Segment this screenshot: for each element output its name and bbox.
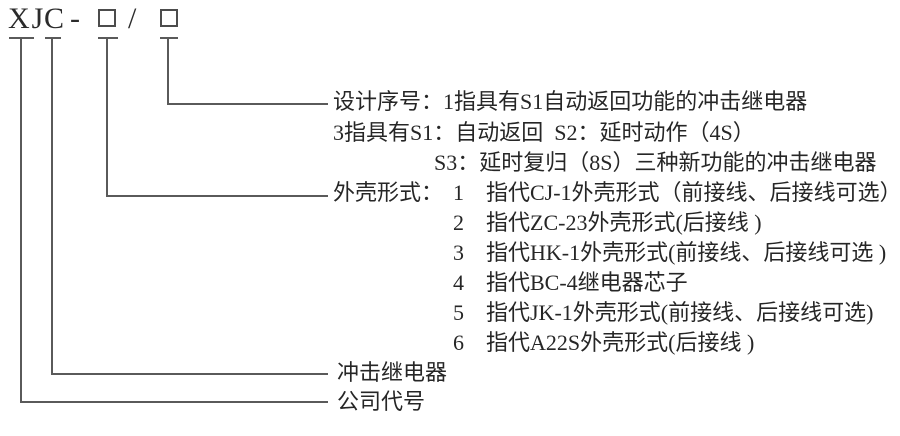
case-type-option-num: 2: [453, 210, 464, 235]
case-type-option-desc: 指代ZC-23外壳形式(后接线 ): [486, 210, 762, 235]
model-letter-c: C: [44, 2, 67, 35]
company-label: 公司代号: [337, 389, 426, 414]
case-type-option-num: 5: [453, 300, 464, 325]
case-type-label: 外壳形式：: [333, 180, 444, 205]
model-slash: /: [128, 2, 139, 35]
model-placeholder-box-2: [160, 9, 178, 27]
design-series-line2: 3指具有S1：自动返回 S2：延时动作（4S）: [333, 120, 755, 145]
relay-label: 冲击继电器: [337, 360, 448, 385]
cap-line-case-type: [98, 37, 118, 39]
connector-vertical-design-series: [167, 37, 169, 105]
case-type-option-num: 3: [453, 240, 464, 265]
case-type-option-desc: 指代A22S外壳形式(后接线 ): [486, 330, 755, 355]
model-placeholder-box-1: [98, 9, 116, 27]
cap-line-relay: [45, 37, 61, 39]
case-type-option-num: 4: [453, 270, 464, 295]
model-dash: -: [70, 2, 82, 35]
model-letters-xj: XJ: [8, 2, 46, 35]
connector-vertical-case-type: [106, 37, 108, 197]
cap-line-design-series: [160, 37, 178, 39]
connector-vertical-company: [20, 37, 22, 403]
case-type-option-num: 1: [453, 180, 464, 205]
connector-horizontal-company: [20, 401, 328, 403]
case-type-option-desc: 指代CJ-1外壳形式（前接线、后接线可选）: [486, 180, 900, 205]
connector-horizontal-design-series: [167, 103, 328, 105]
case-type-option-desc: 指代BC-4继电器芯子: [486, 270, 688, 295]
case-type-option-num: 6: [453, 330, 464, 355]
connector-vertical-relay: [51, 37, 53, 375]
connector-horizontal-relay: [51, 373, 328, 375]
case-type-option-desc: 指代HK-1外壳形式(前接线、后接线可选 ): [486, 240, 887, 265]
design-series-line1: 设计序号：1指具有S1自动返回功能的冲击继电器: [333, 89, 808, 114]
connector-horizontal-case-type: [106, 195, 328, 197]
design-series-line3: S3：延时复归（8S）三种新功能的冲击继电器: [434, 150, 877, 175]
case-type-option-desc: 指代JK-1外壳形式(前接线、后接线可选): [486, 300, 874, 325]
